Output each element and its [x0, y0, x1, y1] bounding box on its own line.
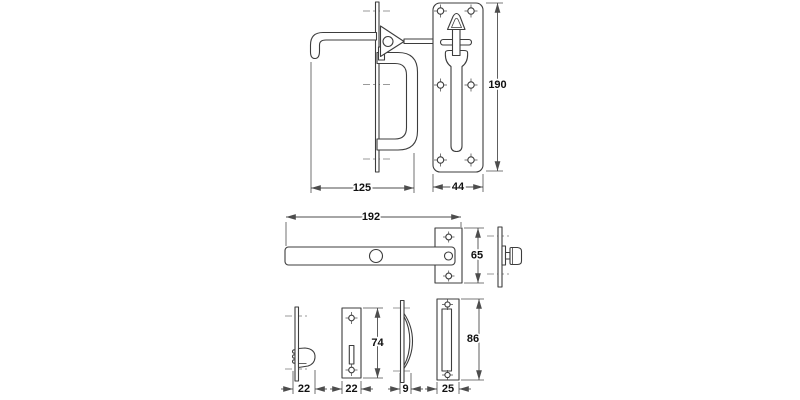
knob-plate-edge [497, 226, 503, 288]
dimension-label: 86 [467, 333, 479, 345]
bar-hole [368, 248, 384, 264]
screw-hole [434, 4, 447, 18]
dimension-86: 86 [461, 298, 484, 381]
pull-bow-outer [403, 313, 414, 369]
pull-front-view [436, 298, 460, 381]
d-handle [376, 51, 419, 151]
keeper-slot [348, 344, 355, 365]
screw-hole [443, 270, 455, 282]
thumb-piece-inner [450, 17, 463, 28]
dimension-125: 125 [310, 62, 415, 196]
knob-side-view [487, 226, 523, 288]
dimension-label: 65 [471, 250, 483, 262]
backplate-front-view [432, 2, 484, 173]
dimension-label: 125 [353, 182, 371, 194]
screw-hole [464, 153, 478, 167]
screw-hole [434, 153, 447, 167]
dimension-label: 25 [442, 383, 454, 395]
catch-plate-edge [294, 306, 300, 382]
screw-hole [464, 4, 478, 18]
dimension-label: 74 [371, 337, 384, 349]
pivot-pin [382, 35, 394, 48]
dimension-label: 22 [345, 383, 357, 395]
keeper-plate [341, 307, 362, 379]
dimension-label: 190 [488, 79, 506, 91]
dimension-22-catch: 22 [281, 370, 327, 397]
dimension-192: 192 [285, 209, 462, 246]
dimension-label: 192 [362, 211, 380, 223]
pull-recess-slot [441, 308, 453, 372]
lifter-stem [451, 28, 461, 57]
screw-hole [464, 78, 478, 92]
screw-hole [345, 364, 358, 376]
thumb-lever [309, 31, 378, 60]
dimension-9: 9 [388, 373, 423, 397]
handle-side-view [309, 1, 439, 173]
screw-hole [345, 312, 358, 324]
dimension-label: 9 [402, 383, 408, 395]
screw-holes [434, 4, 478, 167]
dimension-label: 22 [298, 383, 310, 395]
screw-hole [434, 78, 447, 92]
knob-neck [504, 251, 511, 260]
dimension-74: 74 [363, 307, 386, 379]
latch-bar-view [284, 227, 463, 284]
catch-side-view [285, 306, 316, 382]
pull-bow-inner [403, 316, 411, 366]
keeper-front-view [341, 307, 362, 379]
pull-plate-edge [399, 299, 405, 384]
pull-side-view [393, 299, 414, 384]
dimension-44: 44 [432, 174, 484, 195]
dimension-22-keeper: 22 [330, 381, 373, 397]
dimension-label: 44 [452, 181, 465, 193]
catch-hook [297, 347, 316, 369]
knob-head [509, 246, 523, 266]
screw-hole [442, 299, 453, 310]
bar-pivot-hole [443, 251, 454, 261]
screw-hole [442, 370, 453, 380]
dimension-25: 25 [425, 381, 471, 397]
dimension-65: 65 [464, 227, 485, 284]
backplate-edge [374, 1, 380, 173]
screw-hole [443, 231, 455, 243]
dimension-190: 190 [486, 2, 508, 172]
